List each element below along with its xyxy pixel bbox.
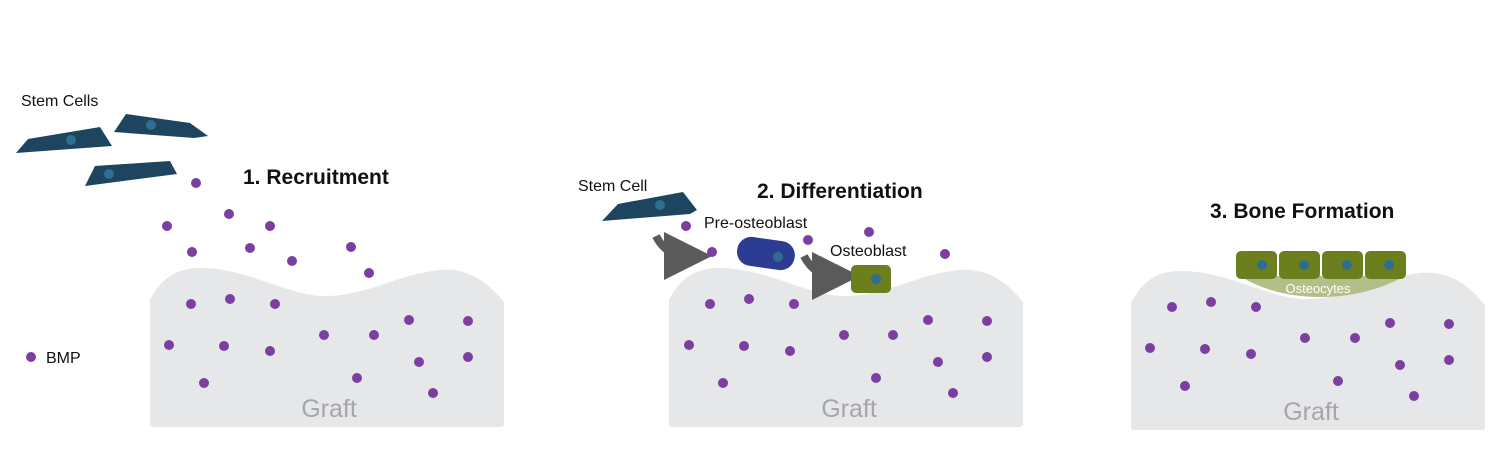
osteoblast-cell bbox=[1365, 251, 1406, 279]
graft-label: Graft bbox=[821, 395, 877, 423]
osteoblast-cell bbox=[1279, 251, 1320, 279]
legend-bmp: BMP bbox=[26, 350, 81, 367]
osteoblast-label: Osteoblast bbox=[830, 243, 907, 260]
stem-cell bbox=[85, 161, 177, 186]
stem-cell bbox=[114, 114, 208, 138]
osteocytes-label: Osteocytes bbox=[1285, 281, 1351, 296]
graft-block bbox=[150, 268, 504, 427]
panel-title: 3. Bone Formation bbox=[1210, 200, 1394, 223]
stem-cell bbox=[16, 127, 112, 153]
osteoblast-row bbox=[1236, 251, 1406, 279]
graft-block bbox=[1131, 271, 1485, 430]
legend-bmp-label: BMP bbox=[46, 350, 81, 367]
bmp-dots bbox=[162, 178, 473, 398]
stem-cells-label: Stem Cells bbox=[21, 93, 98, 110]
arrow-icon bbox=[652, 231, 712, 280]
bmp-dots bbox=[681, 221, 992, 398]
panel-differentiation: Graft Stem Cell 2. Differentiation Pre-o… bbox=[578, 178, 1023, 427]
stem-cell-label: Stem Cell bbox=[578, 178, 647, 195]
osteoblast-cell bbox=[1236, 251, 1277, 279]
osteocyte-layer bbox=[1240, 276, 1405, 297]
graft-block bbox=[669, 268, 1023, 427]
panel-title: 2. Differentiation bbox=[757, 180, 923, 203]
bmp-dot-icon bbox=[26, 352, 36, 362]
stem-cell bbox=[602, 192, 697, 221]
bmp-dots bbox=[1145, 297, 1454, 401]
arrow-icon bbox=[800, 251, 860, 300]
pre-osteoblast-cell bbox=[737, 236, 795, 271]
osteoblast-cell bbox=[1322, 251, 1363, 279]
panel-bone-formation: Graft 3. Bone Formation Osteocytes bbox=[1131, 200, 1485, 430]
graft-label: Graft bbox=[1283, 398, 1339, 426]
osteoblast-cell bbox=[851, 265, 891, 293]
graft-label: Graft bbox=[301, 395, 357, 423]
pre-osteoblast-label: Pre-osteoblast bbox=[704, 215, 808, 232]
panel-title: 1. Recruitment bbox=[243, 166, 389, 189]
panel-recruitment: Graft Stem Cells 1. Recruitment bbox=[16, 93, 504, 427]
